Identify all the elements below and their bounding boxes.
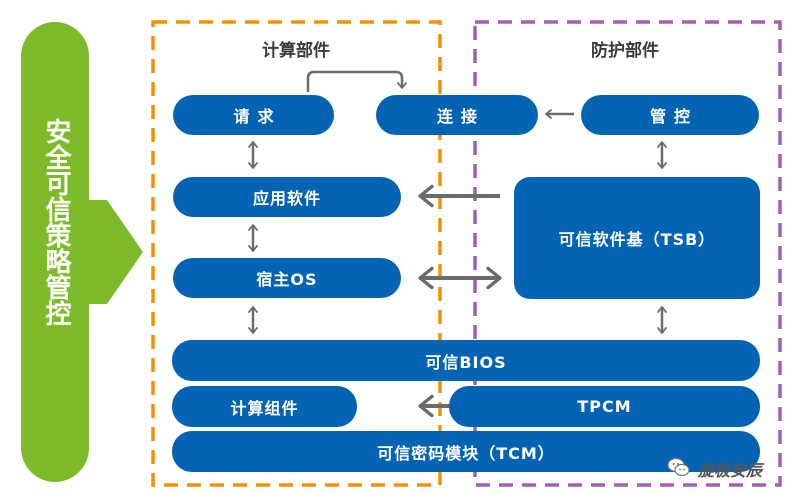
node-trusted-bios-label: 可信BIOS: [425, 352, 507, 372]
node-request-label: 请求: [233, 107, 282, 126]
protect-section-border: [473, 20, 782, 487]
node-tsb[interactable]: 可信软件基（TSB）: [514, 177, 760, 299]
protect-section-title: 防护部件: [591, 41, 659, 61]
policy-arrow-shape: [21, 22, 143, 482]
node-host-os-label: 宿主OS: [256, 270, 318, 289]
node-tpcm-label: TPCM: [577, 397, 632, 416]
arrow-request-to-connect: [306, 70, 407, 92]
compute-section-title: 计算部件: [262, 41, 330, 61]
watermark: 旋极安辰: [666, 454, 786, 484]
node-control[interactable]: 管控: [581, 95, 759, 135]
node-tcm[interactable]: 可信密码模块（TCM）: [172, 431, 760, 472]
node-trusted-bios[interactable]: 可信BIOS: [172, 340, 760, 381]
node-control-label: 管控: [649, 107, 698, 126]
node-app-software[interactable]: 应用软件: [173, 177, 401, 217]
compute-section-border: [151, 20, 442, 487]
wechat-icon: [666, 456, 692, 482]
watermark-text: 旋极安辰: [698, 461, 763, 480]
node-compute-component[interactable]: 计算组件: [172, 386, 357, 427]
node-connect-label: 连接: [436, 107, 485, 126]
node-connect[interactable]: 连接: [376, 95, 538, 135]
node-compute-component-label: 计算组件: [230, 398, 299, 418]
node-request[interactable]: 请求: [173, 95, 334, 135]
node-tpcm[interactable]: TPCM: [449, 386, 760, 427]
node-tsb-label: 可信软件基（TSB）: [558, 230, 716, 249]
node-host-os[interactable]: 宿主OS: [173, 258, 401, 298]
policy-label: 安全可信策略管控: [41, 118, 71, 326]
node-tcm-label: 可信密码模块（TCM）: [377, 443, 555, 463]
node-app-software-label: 应用软件: [252, 189, 321, 208]
